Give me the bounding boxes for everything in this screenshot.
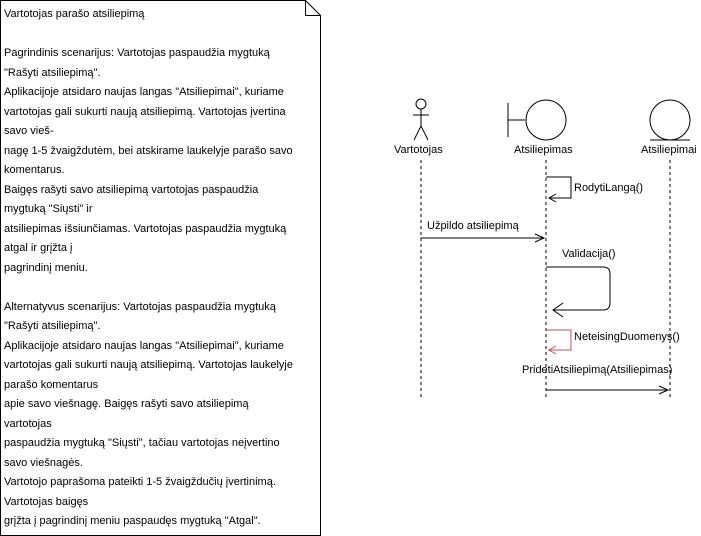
note-line: paspaudžia mygtuką "Siųsti", tačiau vart… [4,437,280,449]
actor-icon [413,98,429,141]
note-line: savo vieš- [4,125,54,137]
note-line: mygtuką "Siųsti" ir [4,203,93,215]
note-line: atgal ir grįžta į [4,242,73,254]
arrowhead-validacija [552,302,564,318]
note-line: "Rašyti atsiliepimą". [4,320,101,332]
note-line: komentarus. [4,164,65,176]
note-line: Vartotojas baigęs [4,495,89,508]
message-arrow-rodytilanga [546,176,572,199]
participant-label-boundary: Atsiliepimas [514,144,573,156]
message-label-neteisingduomenys: NeteisingDuomenys() [574,331,680,343]
note-shape [0,0,321,536]
arrowhead-neteisingduomenys [547,345,557,355]
arrowhead-uzpildo [534,233,546,243]
participant-label-entity: Atsiliepimai [641,144,697,156]
note-line: Aplikacijoje atsidaro naujas langas "Ats… [4,86,284,98]
note-line: Baigęs rašyti savo atsiliepimą vartotoja… [4,183,259,196]
arrowhead-prideti [658,385,670,395]
note-line: nagę 1-5 žvaigždutėm, bei atskirame lauk… [4,144,293,157]
participant-label-actor: Vartotojas [394,144,443,156]
note-line: vartotojas [4,417,52,430]
note-line: Aplikacijoje atsidaro naujas langas "Ats… [4,339,284,352]
message-label-prideti: PridetiAtsiliepimą(Atsiliepimas) [522,364,673,376]
note-line: vartotojas gali sukurti naują atsiliepim… [4,105,286,118]
note-line: "Rašyti atsiliepimą". [4,66,101,79]
note-line: Vartotojas parašo atsiliepimą [4,8,145,20]
note-line: vartotojas gali sukurti naują atsiliepim… [4,359,293,371]
note-line: Pagrindinis scenarijus: Vartotojas paspa… [4,47,270,59]
note-line: atsiliepimas išsiunčiamas. Vartotojas pa… [4,222,287,235]
note-line [4,278,320,298]
message-label-uzpildo: Užpildo atsiliepimą [427,220,519,232]
note-line: savo viešnagės. [4,456,83,469]
note-line: pagrindinį meniu. [4,261,88,274]
entity-icon [649,99,691,141]
note-line: parašo komentarus [4,378,99,391]
note-line: apie savo viešnagę. Baigęs rašyti savo a… [4,398,249,410]
note-fold [305,0,321,16]
message-arrow-neteisingduomenys [546,329,572,351]
boundary-icon [507,99,567,141]
note-line: Vartotojo paprašoma pateikti 1-5 žvaigžd… [4,476,276,488]
note-line [4,25,320,45]
arrowhead-rodytilanga [547,193,557,203]
note-line: grįžta į pagrindinį meniu paspaudęs mygt… [4,515,261,527]
note-line: Alternatyvus scenarijus: Vartotojas pasp… [4,300,276,313]
message-arrow-validacija [546,266,611,311]
message-label-validacija: Validacija() [562,248,616,260]
message-label-rodytilanga: RodytiLangą() [574,182,644,194]
